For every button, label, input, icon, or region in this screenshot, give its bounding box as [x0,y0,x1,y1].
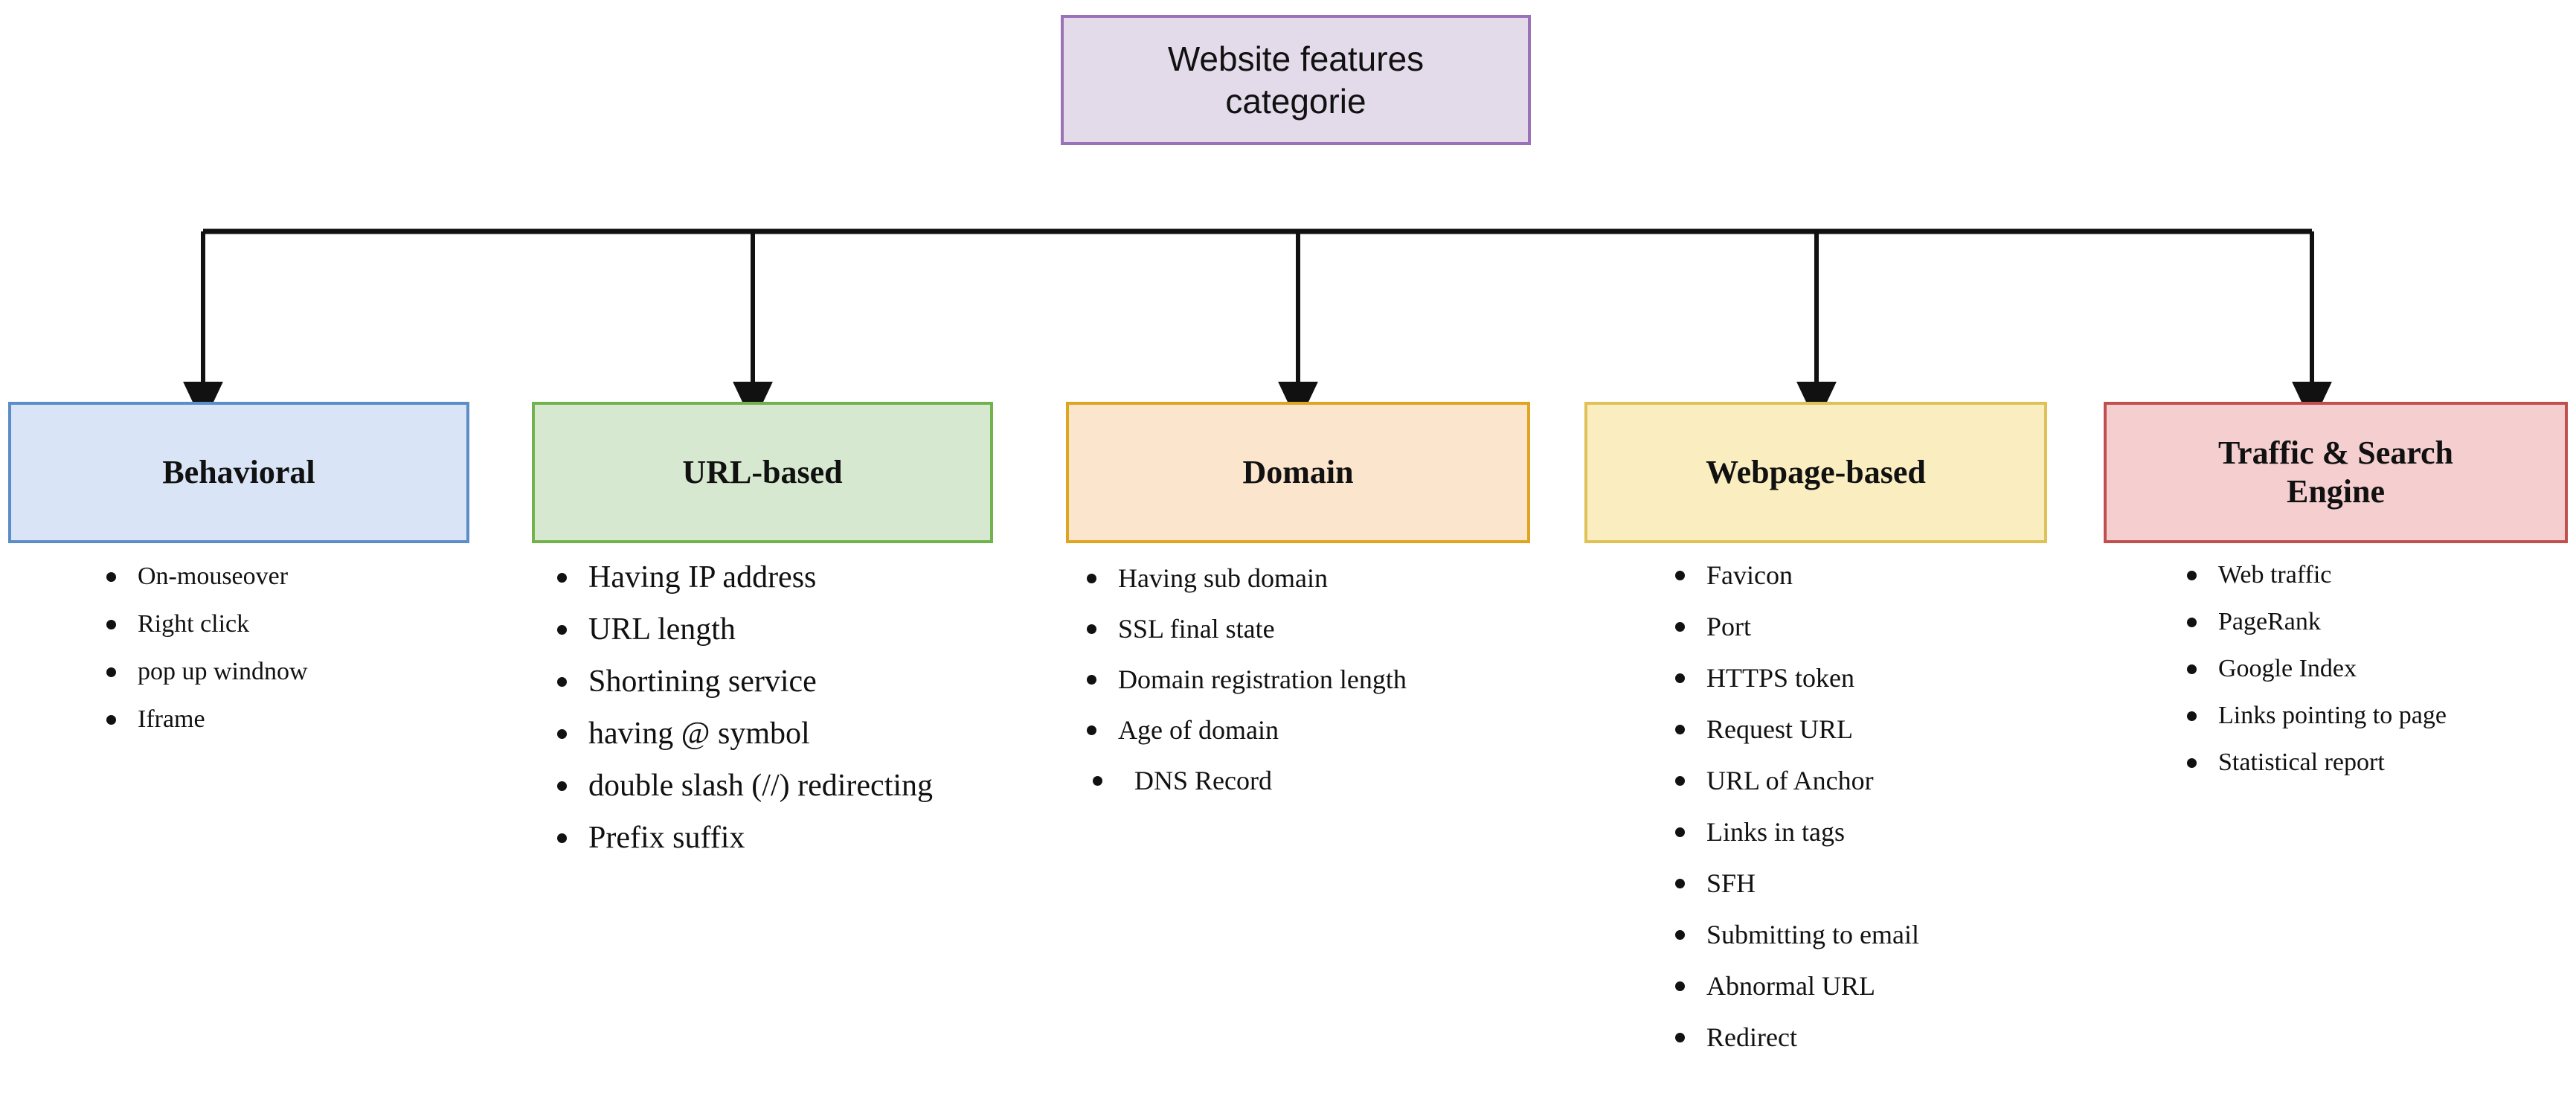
list-item: Google Index [2171,655,2568,683]
list-item: Links in tags [1659,816,2047,848]
category-title-traffic-search-engine: Traffic & Search Engine [2212,434,2459,511]
list-item: Port [1659,611,2047,642]
list-item: Submitting to email [1659,919,2047,950]
category-title-domain: Domain [1242,454,1354,491]
list-item: URL of Anchor [1659,765,2047,796]
category-title-line-1: Traffic & Search [2217,435,2454,472]
category-title-webpage-based: Webpage-based [1706,454,1926,491]
list-item: SSL final state [1070,613,1530,644]
list-item: Domain registration length [1070,664,1530,695]
category-column-domain: Domain Having sub domain SSL final state… [1066,402,1530,816]
feature-list-behavioral: On-mouseover Right click pop up windnow … [90,563,469,734]
list-item: Shortining service [541,664,993,699]
root-node-label-line-2: categorie [1225,81,1366,121]
list-item: URL length [541,612,993,647]
root-node-website-features-categorie: Website features categorie [1061,15,1531,145]
list-item: Abnormal URL [1659,970,2047,1002]
list-item: Having sub domain [1070,563,1530,594]
list-item: Age of domain [1070,714,1530,746]
category-title-url-based: URL-based [682,454,843,491]
list-item: Iframe [90,705,469,734]
list-item: pop up windnow [90,658,469,686]
category-column-behavioral: Behavioral On-mouseover Right click pop … [8,402,469,753]
category-title-behavioral: Behavioral [162,454,315,491]
feature-list-url-based: Having IP address URL length Shortining … [541,560,993,856]
category-column-webpage-based: Webpage-based Favicon Port HTTPS token R… [1584,402,2047,1073]
feature-list-traffic-search-engine: Web traffic PageRank Google Index Links … [2171,561,2568,777]
list-item: Request URL [1659,714,2047,745]
list-item: Favicon [1659,560,2047,591]
category-box-webpage-based: Webpage-based [1584,402,2047,543]
list-item: having @ symbol [541,716,993,752]
list-item: Redirect [1659,1022,2047,1053]
list-item: PageRank [2171,608,2568,636]
category-column-url-based: URL-based Having IP address URL length S… [532,402,993,872]
category-box-behavioral: Behavioral [8,402,469,543]
list-item: SFH [1659,868,2047,899]
connector-lines [183,228,2332,417]
list-item: HTTPS token [1659,662,2047,693]
list-item: Prefix suffix [541,820,993,856]
category-box-traffic-search-engine: Traffic & Search Engine [2104,402,2568,543]
root-node-label-line-1: Website features [1167,39,1424,79]
list-item: DNS Record [1070,765,1530,796]
list-item: On-mouseover [90,563,469,591]
list-item: double slash (//) redirecting [541,768,993,804]
feature-list-webpage-based: Favicon Port HTTPS token Request URL URL… [1659,560,2047,1053]
list-item: Statistical report [2171,749,2568,777]
category-column-traffic-search-engine: Traffic & Search Engine Web traffic Page… [2104,402,2568,795]
category-box-url-based: URL-based [532,402,993,543]
category-box-domain: Domain [1066,402,1530,543]
list-item: Right click [90,610,469,638]
list-item: Web traffic [2171,561,2568,589]
category-title-line-2: Engine [2286,473,2386,510]
root-node-label: Website features categorie [1160,38,1431,121]
feature-list-domain: Having sub domain SSL final state Domain… [1070,563,1530,796]
list-item: Links pointing to page [2171,702,2568,730]
list-item: Having IP address [541,560,993,595]
